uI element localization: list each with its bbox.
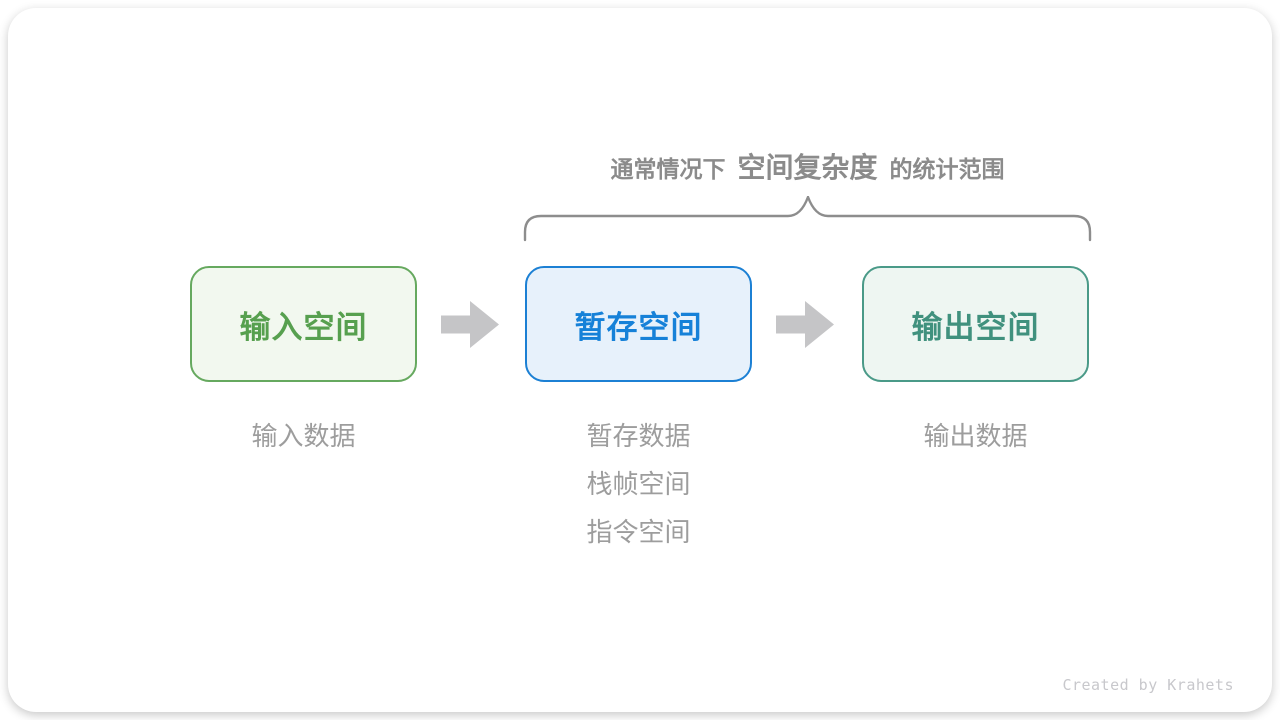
diagram-card: 通常情况下空间复杂度的统计范围 输入空间 暂存空间 输出空间 输入数据 暂存数据… bbox=[8, 8, 1272, 712]
annotation-prefix: 通常情况下 bbox=[610, 156, 726, 182]
sublabel-line: 暂存数据 bbox=[586, 421, 691, 451]
temp-space-sublabels: 暂存数据 栈帧空间 指令空间 bbox=[525, 412, 752, 556]
annotation-title: 通常情况下空间复杂度的统计范围 bbox=[525, 146, 1090, 186]
input-space-box: 输入空间 bbox=[190, 266, 417, 382]
arrow-right-icon bbox=[441, 301, 499, 348]
temp-space-box: 暂存空间 bbox=[525, 266, 752, 382]
credit-text: Created by Krahets bbox=[1062, 676, 1234, 694]
arrow-right-icon bbox=[776, 301, 834, 348]
input-space-sublabels: 输入数据 bbox=[190, 412, 417, 460]
output-space-box: 输出空间 bbox=[862, 266, 1089, 382]
temp-space-box-label: 暂存空间 bbox=[574, 309, 703, 345]
annotation-suffix: 的统计范围 bbox=[889, 156, 1005, 182]
sublabel-line: 输出数据 bbox=[923, 421, 1028, 451]
output-space-sublabels: 输出数据 bbox=[862, 412, 1089, 460]
annotation-keyword: 空间复杂度 bbox=[737, 152, 878, 183]
curly-brace-top-icon bbox=[523, 196, 1092, 242]
output-space-box-label: 输出空间 bbox=[911, 309, 1040, 345]
sublabel-line: 栈帧空间 bbox=[586, 469, 691, 499]
input-space-box-label: 输入空间 bbox=[239, 309, 368, 345]
sublabel-line: 指令空间 bbox=[586, 517, 691, 547]
sublabel-line: 输入数据 bbox=[251, 421, 356, 451]
